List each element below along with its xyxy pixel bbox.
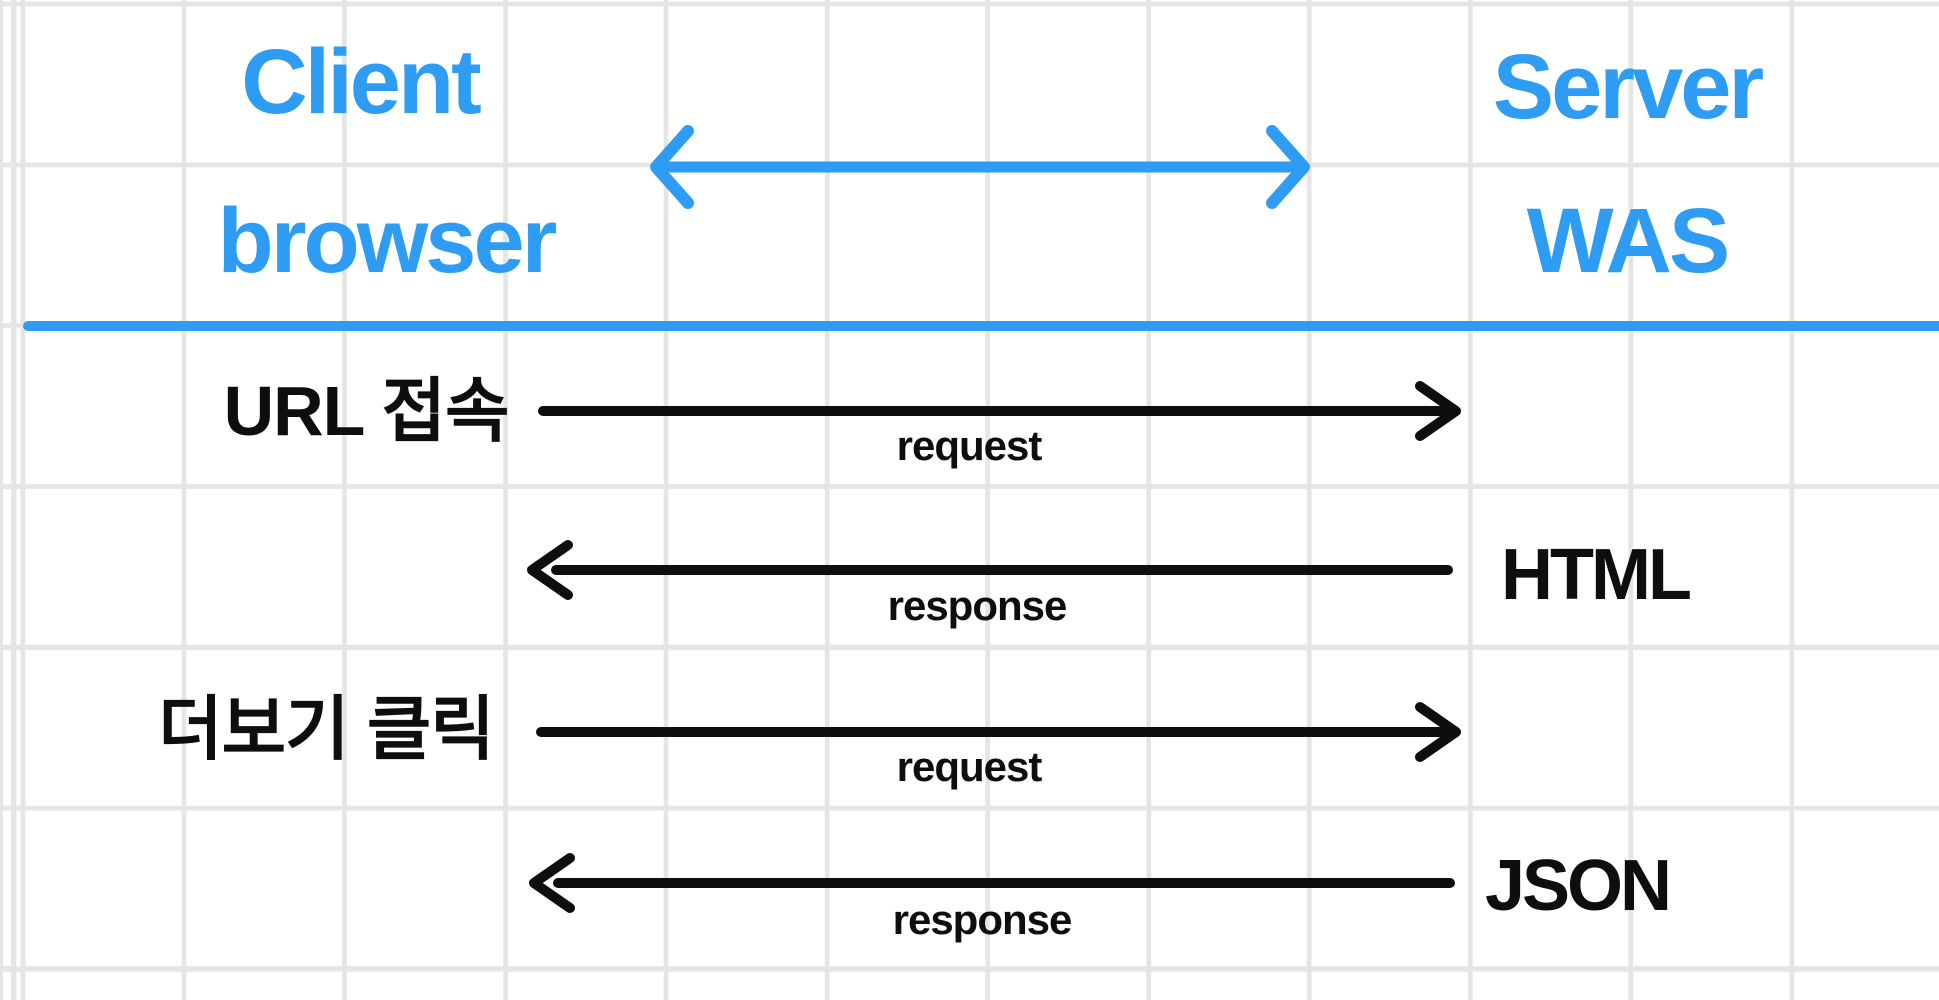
server-subtitle: WAS	[1526, 190, 1731, 292]
action-label-url-access: URL 접속	[223, 372, 510, 450]
arrowhead-left-icon	[650, 125, 694, 209]
action-label-more-click: 더보기 클릭	[158, 690, 494, 768]
client-subtitle: browser	[217, 190, 558, 292]
arrowhead-left-icon	[529, 853, 575, 913]
result-label-json: JSON	[1484, 846, 1672, 926]
arrowhead-left-icon	[527, 540, 573, 600]
client-title: Client	[241, 31, 482, 133]
arrowhead-right-icon	[1415, 381, 1461, 441]
arrow-label-request-1: request	[896, 422, 1043, 469]
arrow-label-response-2: response	[892, 896, 1073, 943]
result-label-html: HTML	[1501, 535, 1692, 615]
arrow-label-response-1: response	[887, 582, 1068, 629]
bidirectional-arrow-icon	[650, 125, 1310, 209]
server-title: Server	[1492, 36, 1764, 138]
arrow-label-request-2: request	[896, 743, 1043, 790]
arrowhead-right-icon	[1415, 702, 1461, 762]
header-divider-line	[23, 321, 1939, 331]
arrowhead-right-icon	[1266, 125, 1310, 209]
grid-edge-line	[0, 0, 3, 1000]
